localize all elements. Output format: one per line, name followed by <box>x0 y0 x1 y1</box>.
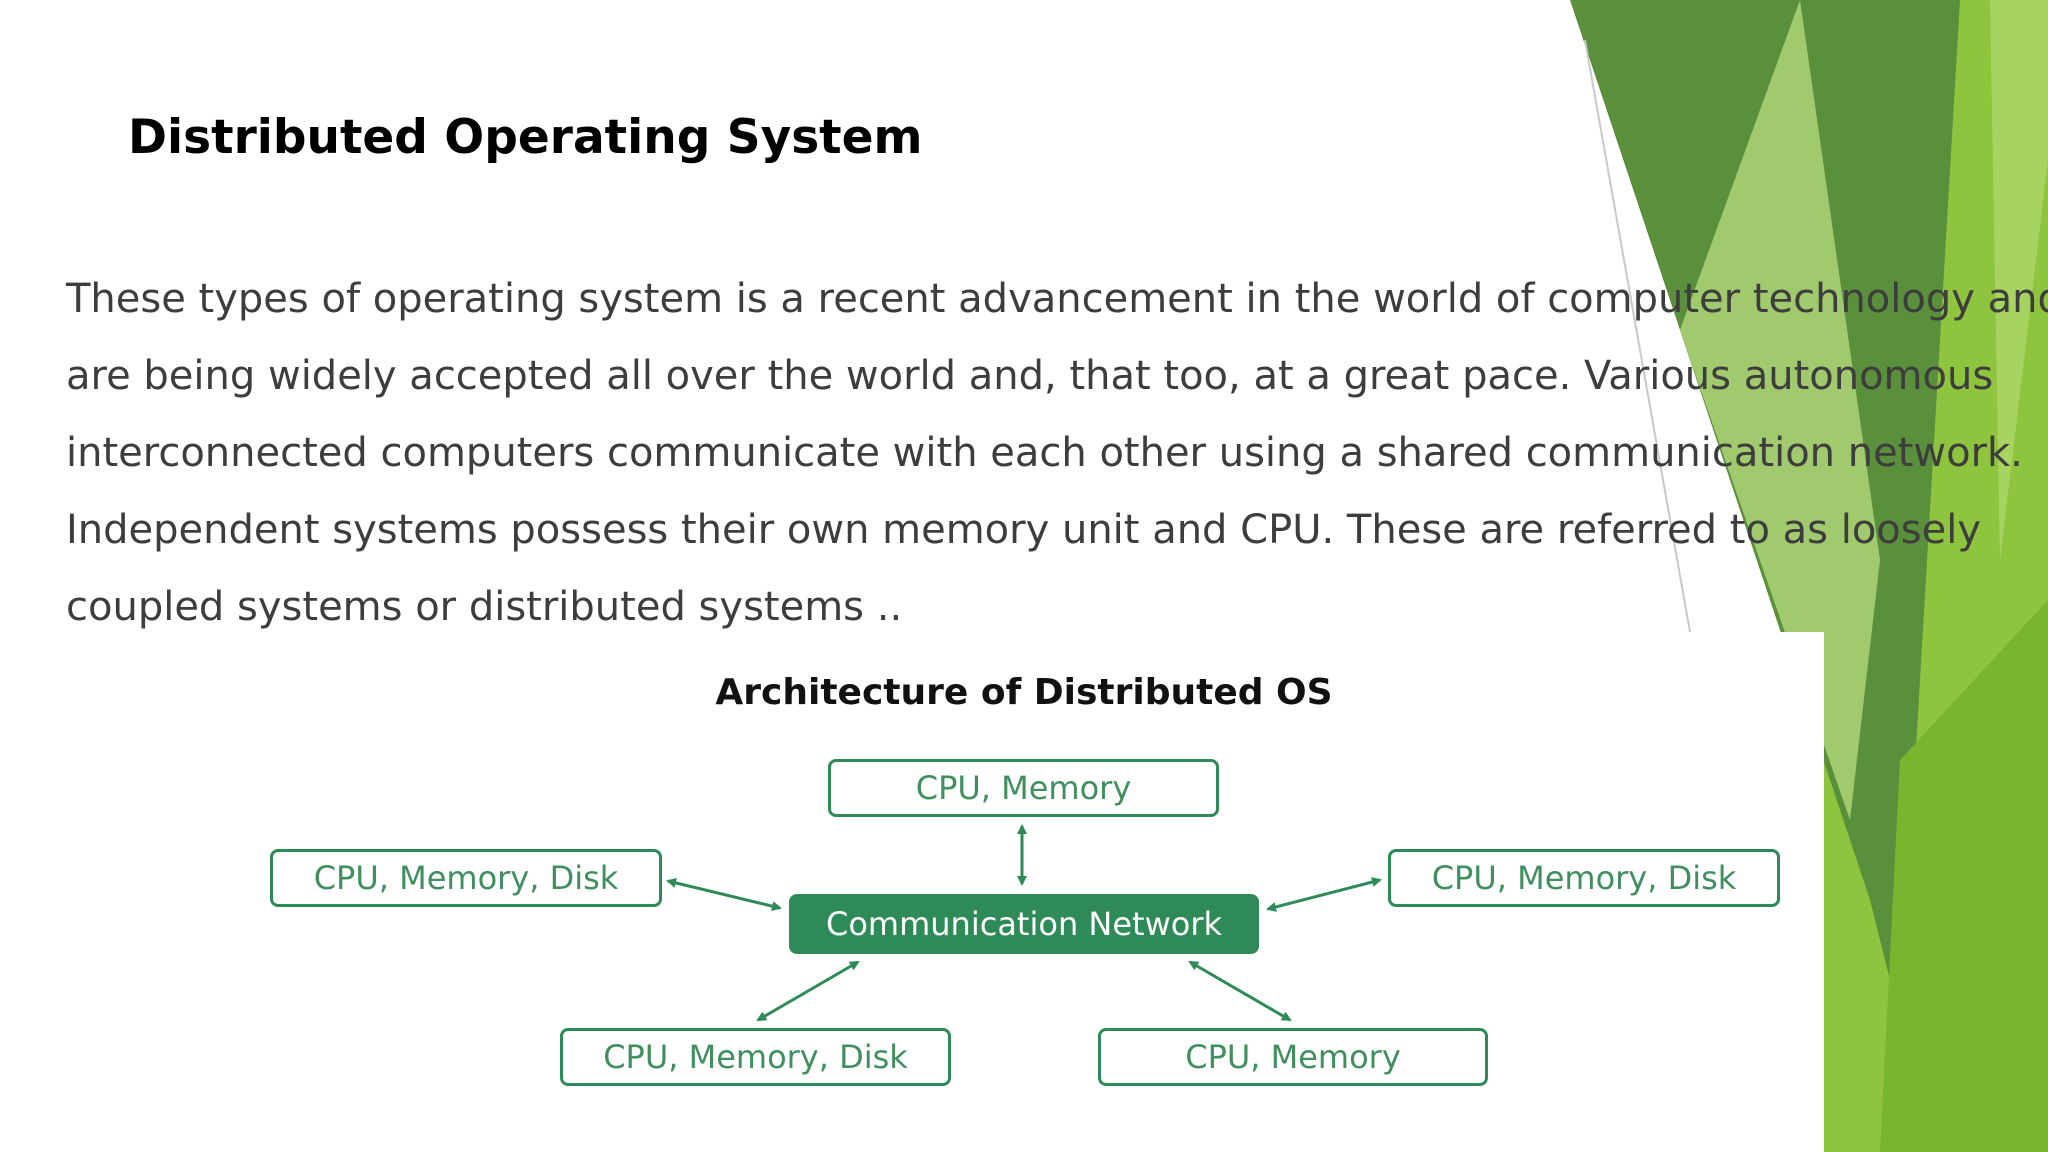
decor-thin-line <box>1584 39 1691 633</box>
body-line-4: Independent systems possess their own me… <box>66 507 1981 553</box>
diagram-arrows <box>666 824 1382 1022</box>
arrow-bottom-left <box>756 960 860 1022</box>
body-line-3: interconnected computers communicate wit… <box>66 430 2023 476</box>
diagram-title: Architecture of Distributed OS <box>715 672 1333 713</box>
node-top: CPU, Memory <box>828 759 1219 817</box>
decor-shape-right-accent <box>1990 0 2048 560</box>
communication-network-hub: Communication Network <box>789 894 1259 954</box>
body-line-2: are being widely accepted all over the w… <box>66 353 1994 399</box>
node-left: CPU, Memory, Disk <box>270 849 662 907</box>
arrow-right <box>1266 877 1382 912</box>
node-bottom-left: CPU, Memory, Disk <box>560 1028 951 1086</box>
arrow-bottom-right <box>1188 960 1292 1022</box>
body-line-5: coupled systems or distributed systems .… <box>66 584 903 630</box>
body-line-1: These types of operating system is a rec… <box>66 276 2048 322</box>
body-paragraph: These types of operating system is a rec… <box>66 267 2048 652</box>
node-right: CPU, Memory, Disk <box>1388 849 1780 907</box>
decor-shape-right-pale <box>1680 0 1880 820</box>
arrow-left <box>666 878 782 911</box>
node-bottom-right: CPU, Memory <box>1098 1028 1488 1086</box>
decor-shape-right-bottom <box>1880 600 2048 1152</box>
slide-title: Distributed Operating System <box>128 110 923 165</box>
architecture-diagram: Architecture of Distributed OS CPU, Memo… <box>0 632 1824 1152</box>
